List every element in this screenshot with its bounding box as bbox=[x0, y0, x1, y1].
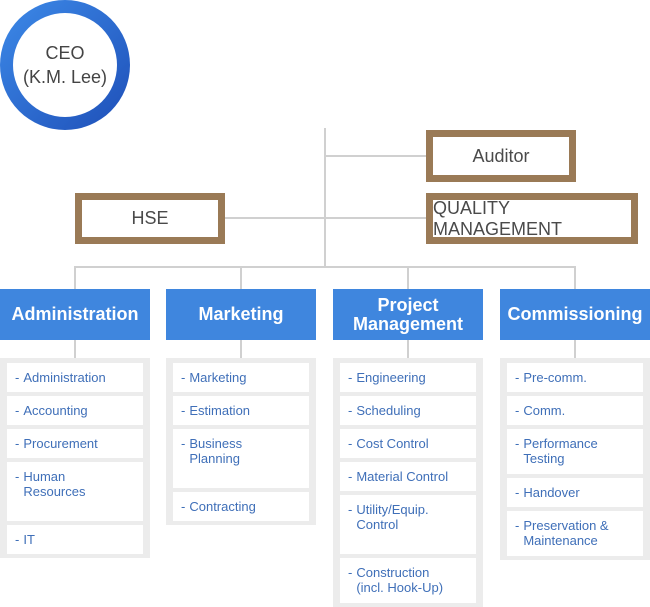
list-item: -Utility/Equip. Control bbox=[340, 495, 476, 554]
staff-connector-line bbox=[224, 217, 428, 219]
auditor-node: Auditor bbox=[426, 130, 576, 182]
dept-header-administration: Administration bbox=[0, 289, 150, 340]
list-connector-line-4 bbox=[574, 340, 576, 358]
dept-header-marketing: Marketing bbox=[166, 289, 316, 340]
list-connector-line-1 bbox=[74, 340, 76, 358]
quality-management-node: QUALITY MANAGEMENT bbox=[426, 193, 638, 244]
dept-label: Administration bbox=[11, 304, 139, 324]
list-item: -Comm. bbox=[507, 396, 643, 425]
list-item: -Construction (incl. Hook-Up) bbox=[340, 558, 476, 603]
list-item: -Performance Testing bbox=[507, 429, 643, 474]
list-item: -IT bbox=[7, 525, 143, 554]
list-item: -Marketing bbox=[173, 363, 309, 392]
list-item: -Procurement bbox=[7, 429, 143, 458]
dept-header-project-management: Project Management bbox=[333, 289, 483, 340]
quality-management-label: QUALITY MANAGEMENT bbox=[433, 197, 563, 239]
list-item: -Business Planning bbox=[173, 429, 309, 488]
dept-drop-line-1 bbox=[74, 266, 76, 290]
dept-list-project-management: -Engineering -Scheduling -Cost Control -… bbox=[333, 358, 483, 607]
dept-label: Project Management bbox=[353, 294, 464, 334]
list-item: -Pre-comm. bbox=[507, 363, 643, 392]
ceo-trunk-line bbox=[324, 128, 326, 268]
list-item: -Administration bbox=[7, 363, 143, 392]
auditor-connector-line bbox=[324, 155, 428, 157]
list-item: -Material Control bbox=[340, 462, 476, 491]
dept-list-marketing: -Marketing -Estimation -Business Plannin… bbox=[166, 358, 316, 525]
hse-node: HSE bbox=[75, 193, 225, 244]
dept-list-administration: -Administration -Accounting -Procurement… bbox=[0, 358, 150, 558]
dept-horizontal-line bbox=[74, 266, 576, 268]
list-connector-line-2 bbox=[240, 340, 242, 358]
list-item: -Scheduling bbox=[340, 396, 476, 425]
list-item: -Contracting bbox=[173, 492, 309, 521]
list-item: -Engineering bbox=[340, 363, 476, 392]
list-item: -Preservation & Maintenance bbox=[507, 511, 643, 556]
hse-label: HSE bbox=[131, 208, 169, 228]
dept-drop-line-4 bbox=[574, 266, 576, 290]
dept-list-commissioning: -Pre-comm. -Comm. -Performance Testing -… bbox=[500, 358, 650, 560]
dept-label: Commissioning bbox=[507, 304, 643, 324]
list-item: -Human Resources bbox=[7, 462, 143, 521]
auditor-label: Auditor bbox=[472, 145, 530, 166]
ceo-title: CEO bbox=[45, 43, 85, 63]
list-item: -Estimation bbox=[173, 396, 309, 425]
list-item: -Accounting bbox=[7, 396, 143, 425]
ceo-name: (K.M. Lee) bbox=[22, 67, 108, 87]
list-item: -Handover bbox=[507, 478, 643, 507]
list-connector-line-3 bbox=[407, 340, 409, 358]
dept-label: Marketing bbox=[198, 304, 284, 324]
dept-header-commissioning: Commissioning bbox=[500, 289, 650, 340]
list-item: -Cost Control bbox=[340, 429, 476, 458]
dept-drop-line-2 bbox=[240, 266, 242, 290]
dept-drop-line-3 bbox=[407, 266, 409, 290]
ceo-node: CEO (K.M. Lee) bbox=[0, 0, 130, 130]
